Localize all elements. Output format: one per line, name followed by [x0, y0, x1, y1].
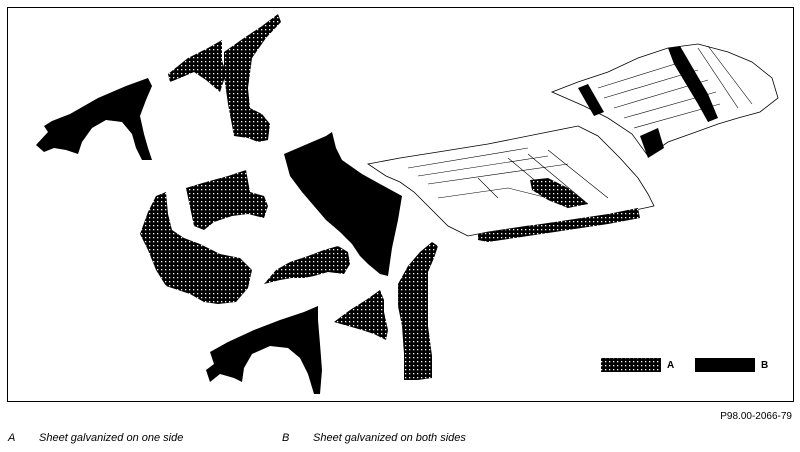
- legend-swatch-a: [601, 358, 661, 372]
- legend-b-text: Sheet galvanized on both sides: [313, 432, 466, 444]
- body-parts-illustration: [36, 14, 779, 394]
- legend-b-code: B: [282, 432, 290, 444]
- legend-swatch-b: [695, 358, 755, 372]
- legend-a-code: A: [8, 432, 16, 444]
- legend-b: B Sheet galvanized on both sides: [282, 432, 466, 444]
- bracket-member: [264, 246, 350, 284]
- front-fender-left: [36, 78, 152, 160]
- rear-floor-section: [550, 43, 779, 158]
- legend-key-a: A: [667, 360, 675, 371]
- diagram-frame: A B: [7, 7, 794, 402]
- legend-key-b: B: [761, 360, 769, 371]
- a-pillar-left: [224, 14, 281, 142]
- bulkhead-panel: [284, 132, 402, 276]
- floor-pan-assembly: [366, 125, 655, 242]
- front-fender-right: [206, 306, 322, 394]
- legend-a-text: Sheet galvanized on one side: [39, 432, 184, 444]
- dash-side-panel: [186, 170, 268, 230]
- front-end-member: [140, 192, 252, 304]
- a-pillar-right: [398, 242, 438, 380]
- legend-a: A Sheet galvanized on one side: [8, 432, 183, 444]
- figure-reference: P98.00-2066-79: [720, 411, 792, 422]
- wheelhouse-lower-right: [334, 290, 388, 340]
- wheelhouse-upper-left: [168, 40, 226, 92]
